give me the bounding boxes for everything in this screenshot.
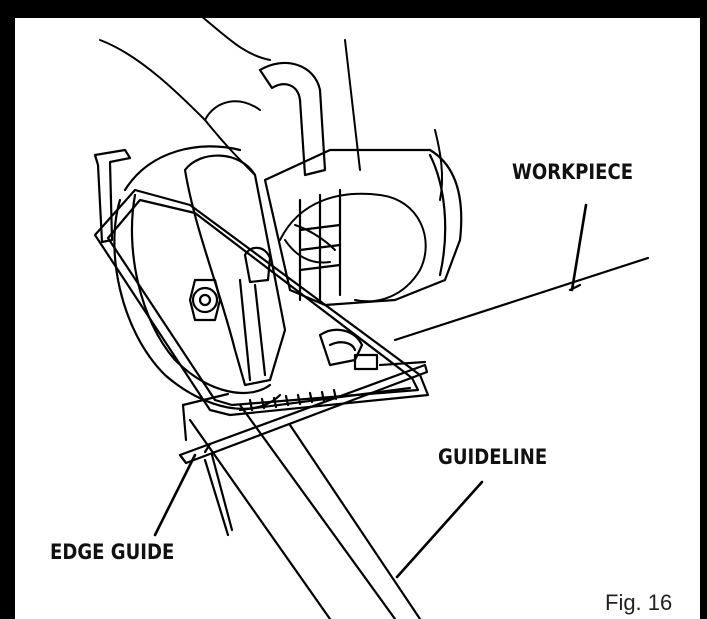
- edge-guide-bar: [178, 363, 429, 465]
- leader-lines: [153, 203, 588, 579]
- operator-hands: [99, 14, 444, 303]
- blade-cover: [183, 154, 287, 387]
- workpiece-label: WORKPIECE: [512, 160, 634, 184]
- upper-guard-lever: [93, 148, 132, 244]
- workpiece-leader-line: [570, 203, 588, 292]
- frame-right-border: [700, 0, 707, 619]
- saw-base-plate: [93, 188, 430, 417]
- edge-guide-label: EDGE GUIDE: [50, 540, 175, 564]
- edge-guide-leader-line: [153, 453, 197, 537]
- frame-top-border: [0, 0, 707, 18]
- motor-housing: [263, 148, 463, 307]
- blade-guard: [113, 145, 282, 410]
- frame-left-border: [0, 0, 15, 619]
- rear-handle: [258, 61, 327, 177]
- bevel-adjustment: [318, 328, 427, 371]
- guideline-label: GUIDELINE: [438, 445, 548, 469]
- guideline-leader-line: [395, 480, 484, 579]
- figure-number: Fig. 16: [605, 590, 673, 615]
